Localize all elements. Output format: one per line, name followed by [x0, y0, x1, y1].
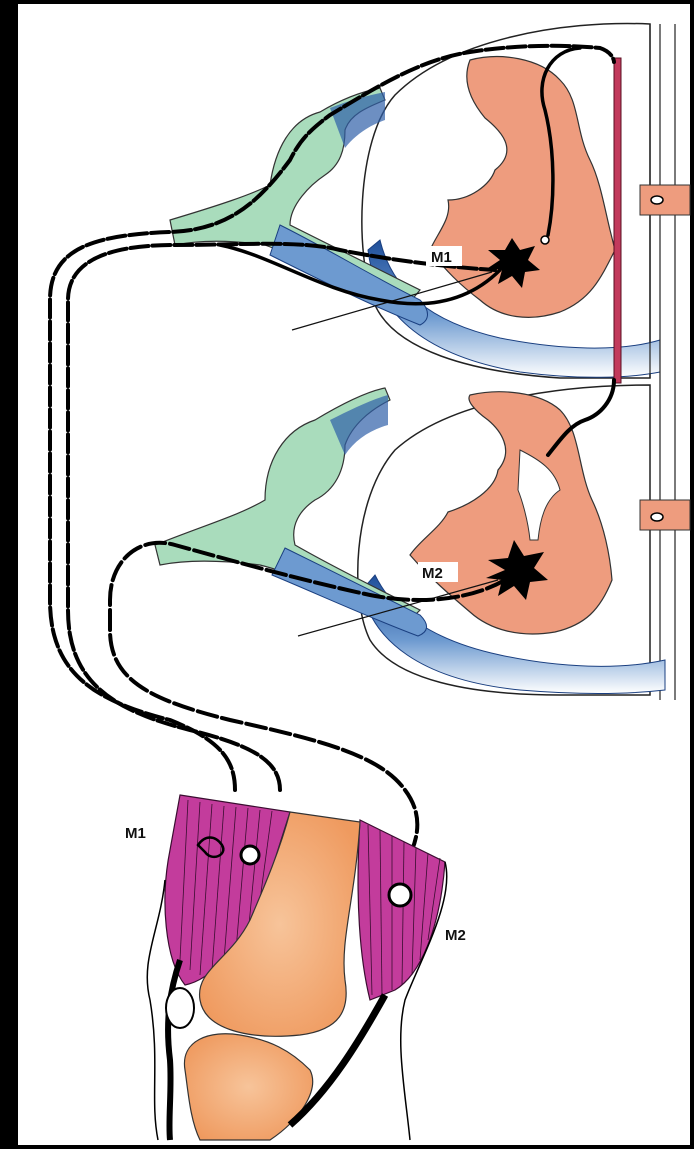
- cord-label-m2-box: M2: [418, 562, 458, 582]
- cord-label-m1-box: M1: [426, 246, 462, 266]
- interneuron-tract: [614, 58, 621, 383]
- upper-central-canal: [651, 196, 663, 204]
- lower-gray-commissure: [640, 500, 690, 530]
- cord-label-m2: M2: [422, 565, 443, 582]
- upper-gray-commissure: [640, 185, 690, 215]
- cord-label-m1: M1: [431, 249, 452, 266]
- lower-central-canal: [651, 513, 663, 521]
- muscle-label-m2: M2: [445, 927, 466, 944]
- muscle-label-m1: M1: [125, 825, 146, 842]
